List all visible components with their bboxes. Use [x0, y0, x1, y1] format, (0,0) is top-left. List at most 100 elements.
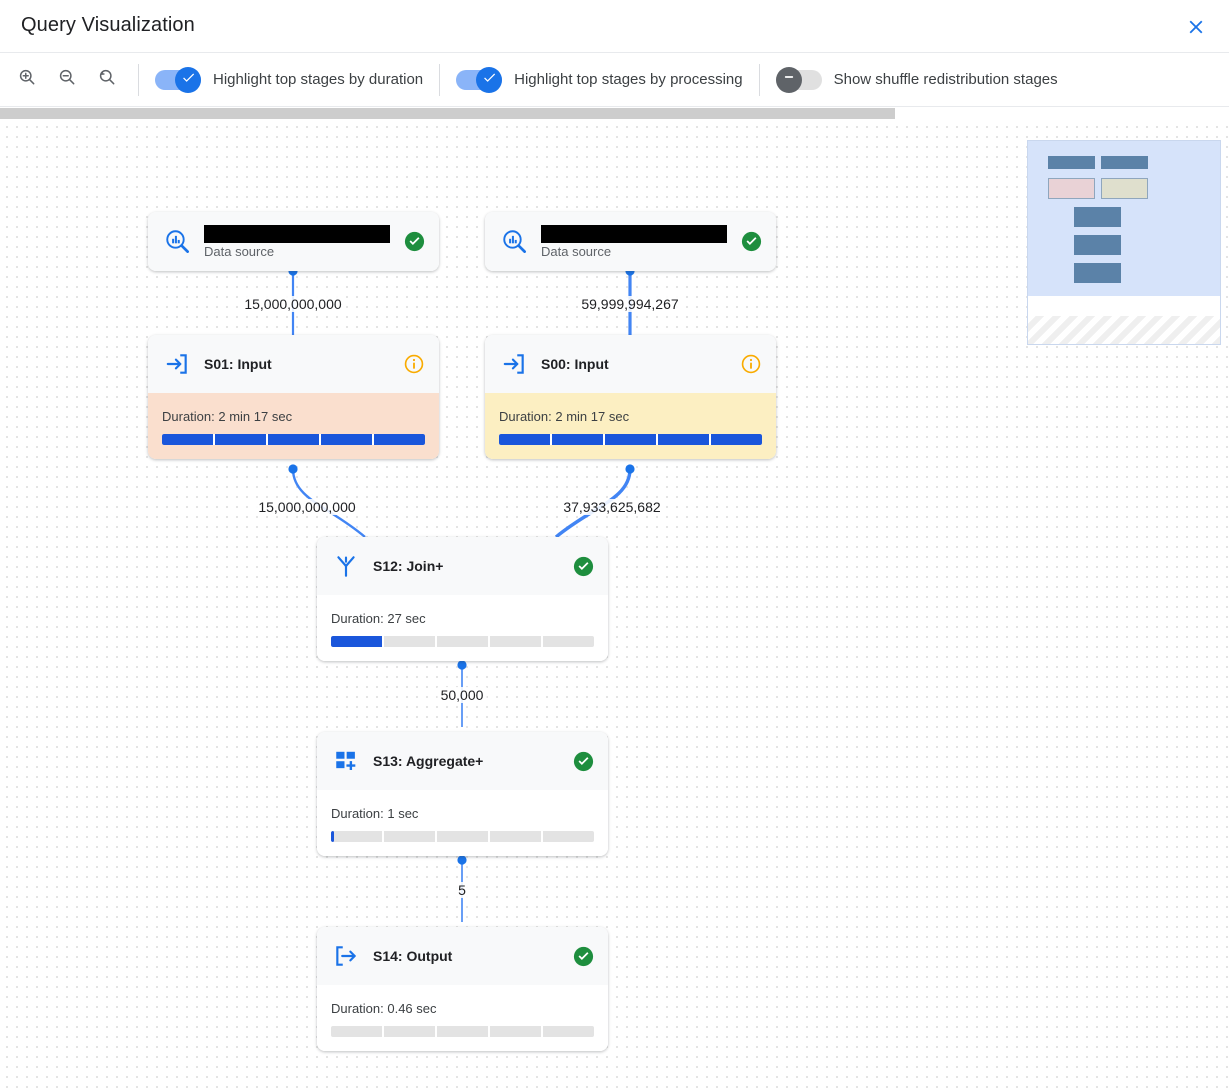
- node-duration-label: Duration: 2 min 17 sec: [499, 409, 630, 424]
- close-icon: [1185, 16, 1207, 38]
- duration-progress-bar: [162, 434, 425, 445]
- zoom-in-button[interactable]: [12, 65, 42, 95]
- status-badge-success: [739, 230, 763, 254]
- minimap-node: [1048, 178, 1095, 199]
- duration-progress-ticks: [499, 434, 762, 445]
- minimap-node: [1074, 235, 1121, 255]
- close-button[interactable]: [1177, 8, 1215, 46]
- status-badge-success: [571, 944, 595, 968]
- node-stage-s01[interactable]: S01: Input Duration: 2 min 17 sec: [148, 335, 439, 459]
- toggle-highlight-processing-label: Highlight top stages by processing: [514, 71, 743, 88]
- toggle-highlight-processing[interactable]: Highlight top stages by processing: [456, 53, 743, 106]
- minus-icon: [782, 70, 796, 89]
- node-body: Duration: 2 min 17 sec: [148, 393, 439, 459]
- node-duration-label: Duration: 2 min 17 sec: [162, 409, 293, 424]
- duration-progress-bar: [331, 636, 594, 647]
- node-data-source-left[interactable]: Data source: [148, 212, 439, 271]
- node-header: Data source: [148, 212, 439, 271]
- graph-minimap[interactable]: [1027, 140, 1221, 345]
- toggle-shuffle-stages[interactable]: Show shuffle redistribution stages: [775, 53, 1058, 106]
- minimap-node: [1101, 178, 1148, 199]
- edge-endpoint: [457, 855, 467, 865]
- edge-label: 5: [455, 882, 469, 898]
- zoom-reset-icon: [97, 67, 117, 92]
- node-duration-label: Duration: 0.46 sec: [331, 1001, 437, 1016]
- node-stage-s13[interactable]: S13: Aggregate+ Duration: 1 sec: [317, 732, 608, 856]
- minimap-node: [1048, 156, 1095, 169]
- switch-thumb: [476, 66, 503, 93]
- duration-progress-fill: [162, 434, 425, 445]
- zoom-in-icon: [17, 67, 37, 92]
- toggle-shuffle-stages-switch[interactable]: [775, 66, 822, 93]
- node-header: S14: Output: [317, 927, 608, 985]
- edge-endpoint: [288, 464, 298, 474]
- input-stage-icon: [499, 349, 529, 379]
- duration-progress-fill: [331, 831, 334, 842]
- status-badge-info[interactable]: [402, 352, 426, 376]
- node-duration-label: Duration: 1 sec: [331, 806, 419, 821]
- node-title: S14: Output: [373, 948, 453, 964]
- node-header: S12: Join+: [317, 537, 608, 595]
- duration-progress-bar: [331, 831, 594, 842]
- toggle-highlight-duration-label: Highlight top stages by duration: [213, 71, 424, 88]
- status-badge-success: [402, 230, 426, 254]
- data-source-text: Data source: [541, 224, 762, 259]
- data-source-name-redacted: [541, 224, 727, 243]
- edge-endpoint: [625, 464, 635, 474]
- node-stage-s00[interactable]: S00: Input Duration: 2 min 17 sec: [485, 335, 776, 459]
- minimap-node: [1074, 207, 1121, 227]
- data-source-subtitle: Data source: [204, 243, 275, 259]
- check-icon: [482, 70, 497, 90]
- node-title: S01: Input: [204, 356, 272, 372]
- status-badge-success: [571, 749, 595, 773]
- zoom-out-icon: [57, 67, 77, 92]
- switch-thumb: [775, 66, 802, 93]
- duration-progress-bar: [499, 434, 762, 445]
- node-stage-s12[interactable]: S12: Join+ Duration: 27 sec: [317, 537, 608, 661]
- switch-thumb: [175, 66, 201, 93]
- duration-progress-fill: [331, 636, 384, 647]
- minimap-viewport[interactable]: [1028, 141, 1220, 296]
- node-duration-label: Duration: 27 sec: [331, 611, 426, 626]
- check-icon: [181, 70, 196, 90]
- duration-progress-ticks: [162, 434, 425, 445]
- node-data-source-right[interactable]: Data source: [485, 212, 776, 271]
- toggle-highlight-duration-switch[interactable]: [155, 66, 201, 93]
- data-source-icon: [499, 227, 529, 257]
- node-body: Duration: 0.46 sec: [317, 985, 608, 1051]
- dialog-titlebar: Query Visualization: [0, 0, 1229, 53]
- minimap-node: [1101, 156, 1148, 169]
- duration-progress-bar: [331, 1026, 594, 1037]
- horizontal-scrollbar-thumb[interactable]: [0, 108, 895, 119]
- node-header: S01: Input: [148, 335, 439, 393]
- status-badge-info[interactable]: [739, 352, 763, 376]
- node-body: Duration: 2 min 17 sec: [485, 393, 776, 459]
- node-header: S13: Aggregate+: [317, 732, 608, 790]
- graph-canvas[interactable]: 15,000,000,000 59,999,994,267 15,000,000…: [0, 107, 1229, 1090]
- edge-label: 50,000: [437, 687, 487, 703]
- node-body: Duration: 27 sec: [317, 595, 608, 661]
- zoom-controls: [0, 53, 122, 106]
- node-body: Duration: 1 sec: [317, 790, 608, 856]
- edge-label: 15,000,000,000: [241, 296, 345, 312]
- duration-progress-ticks: [331, 636, 594, 647]
- duration-progress-ticks: [331, 1026, 594, 1037]
- node-title: S13: Aggregate+: [373, 753, 484, 769]
- toolbar-divider: [439, 63, 441, 96]
- zoom-out-button[interactable]: [52, 65, 82, 95]
- status-badge-success: [571, 554, 595, 578]
- data-source-text: Data source: [204, 224, 425, 259]
- output-stage-icon: [331, 941, 361, 971]
- page-title: Query Visualization: [21, 14, 195, 36]
- node-stage-s14[interactable]: S14: Output Duration: 0.46 sec: [317, 927, 608, 1051]
- toggle-highlight-duration[interactable]: Highlight top stages by duration: [155, 53, 423, 106]
- edge-label: 37,933,625,682: [560, 499, 664, 515]
- aggregate-stage-icon: [331, 746, 361, 776]
- node-title: S12: Join+: [373, 558, 444, 574]
- zoom-reset-button[interactable]: [92, 65, 122, 95]
- horizontal-scrollbar[interactable]: [0, 107, 1229, 120]
- toggle-highlight-processing-switch[interactable]: [456, 66, 503, 93]
- edge-label: 15,000,000,000: [255, 499, 359, 515]
- node-header: S00: Input: [485, 335, 776, 393]
- toggle-shuffle-stages-label: Show shuffle redistribution stages: [833, 71, 1058, 88]
